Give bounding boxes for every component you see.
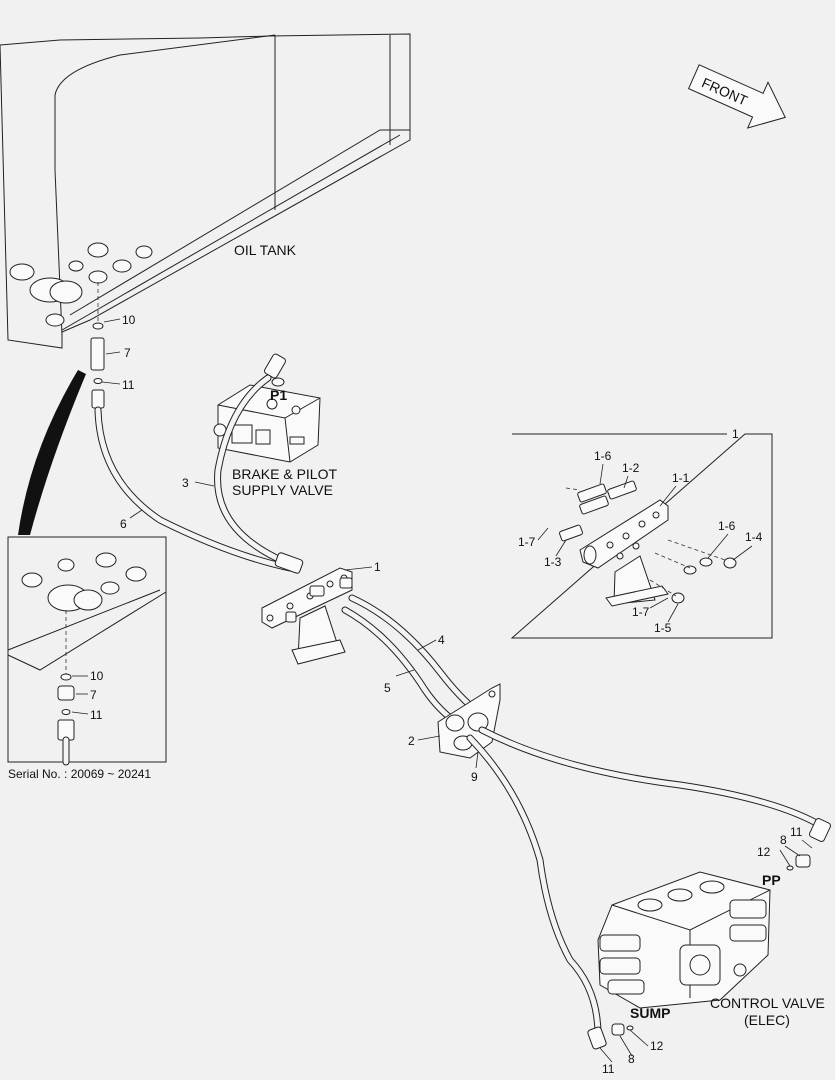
label-n7: 7 xyxy=(124,346,131,360)
label-inset-n11: 11 xyxy=(90,708,103,722)
label-n4: 4 xyxy=(438,633,445,647)
tank-port-fittings xyxy=(9,242,153,327)
control-valve xyxy=(597,871,771,1009)
label-d1-3: 1-3 xyxy=(544,555,562,569)
label-control-valve-line1: CONTROL VALVE xyxy=(710,995,825,1011)
detail-1-box xyxy=(510,433,773,639)
oil-tank xyxy=(0,33,411,349)
oil-tank-label: OIL TANK xyxy=(234,242,297,258)
label-pp-n11: 11 xyxy=(790,825,803,839)
label-pp: PP xyxy=(762,872,781,888)
pp-fittings xyxy=(786,854,811,871)
label-brake-pilot-line1: BRAKE & PILOT xyxy=(232,466,337,482)
bracket-1 xyxy=(261,552,353,665)
label-sump-n11: 11 xyxy=(602,1062,615,1076)
hose-5 xyxy=(341,606,464,729)
label-d1-5: 1-5 xyxy=(654,621,672,635)
label-inset-n10: 10 xyxy=(90,669,104,683)
bracket-2 xyxy=(437,683,501,759)
serial-inset-box xyxy=(7,536,167,766)
hose-6 xyxy=(94,406,294,572)
hose-4 xyxy=(348,594,482,716)
hose-to-pp xyxy=(478,726,829,832)
label-n6: 6 xyxy=(120,517,127,531)
serial-number-text: Serial No. : 20069 ~ 20241 xyxy=(8,767,151,781)
label-d1-7a: 1-7 xyxy=(518,535,536,549)
label-d1-1: 1-1 xyxy=(672,471,690,485)
label-n5: 5 xyxy=(384,681,391,695)
label-n2: 2 xyxy=(408,734,415,748)
inset-pointer xyxy=(18,370,86,535)
sump-hose-end xyxy=(587,1026,607,1050)
label-n11: 11 xyxy=(122,378,135,392)
label-d1-6b: 1-6 xyxy=(718,519,736,533)
label-d1-6a: 1-6 xyxy=(594,449,612,463)
label-n9: 9 xyxy=(471,770,478,784)
hose-3 xyxy=(214,374,289,566)
front-arrow: FRONT xyxy=(687,64,786,129)
label-sump-n12: 12 xyxy=(650,1039,664,1053)
label-sump-n8: 8 xyxy=(628,1052,635,1066)
hose-to-sump xyxy=(466,734,602,1039)
label-pp-n8: 8 xyxy=(780,833,787,847)
sump-fittings xyxy=(611,1023,634,1036)
pp-hose-end xyxy=(809,818,831,842)
label-d1: 1 xyxy=(732,427,739,441)
label-n3: 3 xyxy=(182,476,189,490)
label-control-valve-line2: (ELEC) xyxy=(744,1012,790,1028)
label-d1-7b: 1-7 xyxy=(632,605,650,619)
label-p1: P1 xyxy=(270,387,287,403)
tank-return-fittings xyxy=(90,322,105,409)
label-n10: 10 xyxy=(122,313,136,327)
label-sump: SUMP xyxy=(630,1005,670,1021)
label-n1: 1 xyxy=(374,560,381,574)
label-d1-4: 1-4 xyxy=(745,530,763,544)
label-brake-pilot-line2: SUPPLY VALVE xyxy=(232,482,333,498)
brake-pilot-supply-valve xyxy=(213,353,321,463)
label-d1-2: 1-2 xyxy=(622,461,640,475)
label-pp-n12: 12 xyxy=(757,845,771,859)
label-inset-n7: 7 xyxy=(90,688,97,702)
